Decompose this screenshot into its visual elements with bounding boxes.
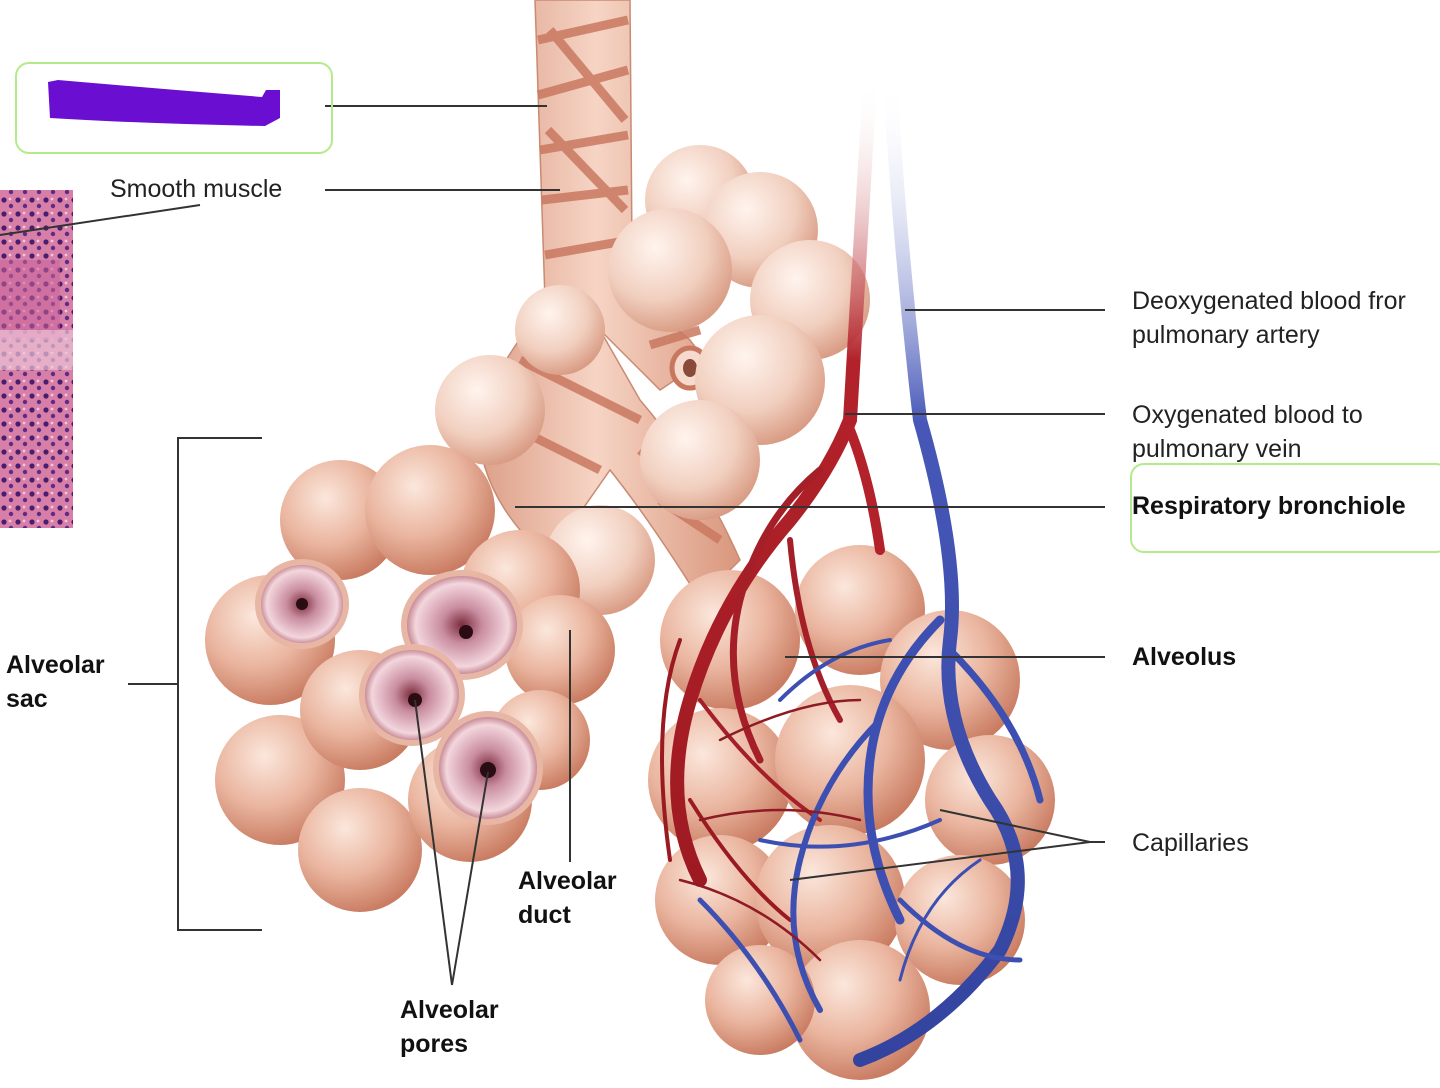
label-deoxygenated-blood: Deoxygenated blood fror pulmonary artery xyxy=(1132,287,1406,349)
highlight-box-top-left xyxy=(15,62,333,154)
label-alveolar-sac: Alveolar sac xyxy=(6,651,105,713)
leader-lines xyxy=(0,105,1105,986)
upper-alveolar-cluster xyxy=(435,145,870,615)
label-smooth-muscle: Smooth muscle xyxy=(110,175,283,203)
label-respiratory-bronchiole: Respiratory bronchiole xyxy=(1132,492,1406,520)
alveolar-sac-cluster xyxy=(205,445,615,912)
label-alveolar-duct: Alveolar duct xyxy=(518,867,617,929)
highlight-box-respiratory-bronchiole xyxy=(1130,463,1440,553)
label-alveolar-pores: Alveolar pores xyxy=(400,996,499,1058)
label-capillaries: Capillaries xyxy=(1132,829,1249,857)
redaction-mark xyxy=(48,80,280,126)
label-alveolus: Alveolus xyxy=(1132,643,1237,671)
histology-micrograph xyxy=(0,190,73,528)
pulmonary-vessels xyxy=(660,73,1044,1067)
label-oxygenated-blood: Oxygenated blood to pulmonary vein xyxy=(1132,401,1363,463)
